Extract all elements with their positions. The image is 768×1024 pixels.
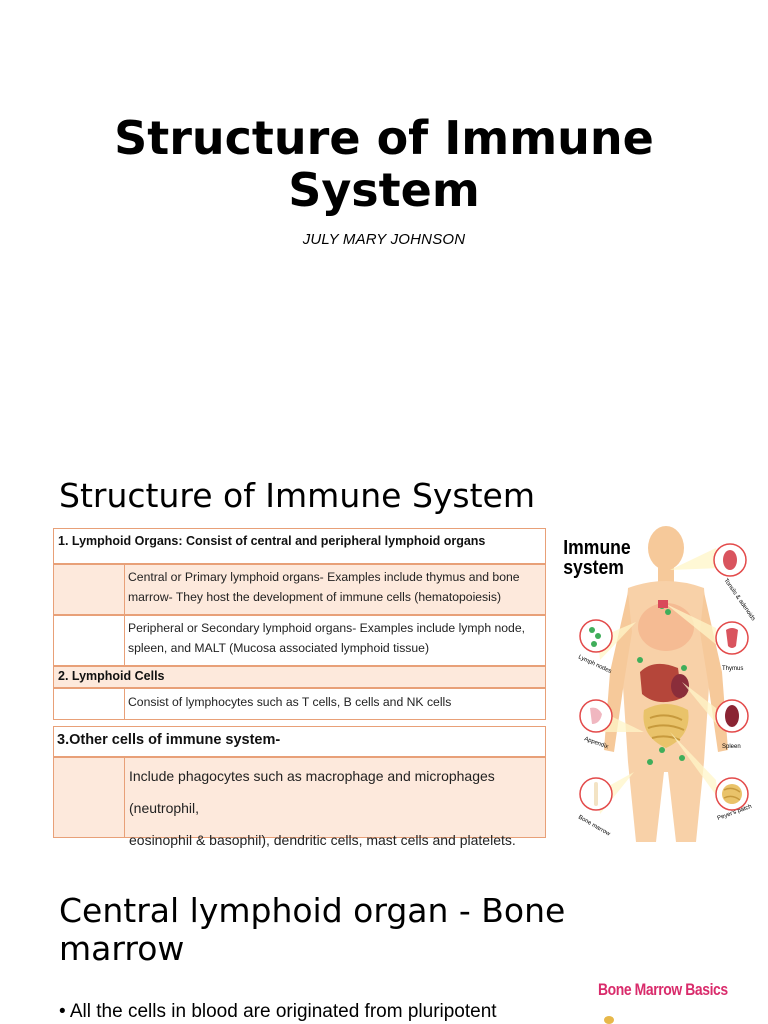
table-row-peripheral-organs: Peripheral or Secondary lymphoid organs-… bbox=[53, 615, 546, 666]
table-cell-empty bbox=[54, 758, 125, 837]
peyers-patch-circle: Peyer's patch bbox=[715, 777, 753, 822]
author-name: JULY MARY JOHNSON bbox=[302, 231, 466, 248]
central-line-2: marrow- They host the development of imm… bbox=[128, 590, 502, 604]
heading-line-2: marrow bbox=[59, 929, 185, 968]
bone-marrow-image-fragment bbox=[604, 1016, 614, 1024]
label-lymph-nodes: Lymph nodes bbox=[577, 654, 612, 675]
lymph-nodes-circle: Lymph nodes bbox=[577, 619, 613, 675]
table-row-lymphoid-organs: 1. Lymphoid Organs: Consist of central a… bbox=[53, 528, 546, 564]
table-cell-cells: Consist of lymphocytes such as T cells, … bbox=[128, 695, 452, 709]
table-row-lymphoid-cells: 2. Lymphoid Cells bbox=[53, 666, 546, 688]
tonsils-circle: Tonsils & adenoids bbox=[713, 543, 756, 622]
thymus-circle: Thymus bbox=[715, 621, 749, 672]
table-cell-empty bbox=[54, 616, 125, 665]
table-cell-section-2: 2. Lymphoid Cells bbox=[58, 669, 165, 683]
presentation-title: Structure of Immune System bbox=[0, 112, 768, 216]
heading-line-1: Central lymphoid organ - Bone bbox=[59, 891, 566, 930]
peripheral-line-2: spleen, and MALT (Mucosa associated lymp… bbox=[128, 641, 429, 655]
table-row-phagocytes: Include phagocytes such as macrophage an… bbox=[53, 757, 546, 848]
figure-title-line-1: Immune bbox=[563, 536, 630, 558]
other-line-1: Include phagocytes such as macrophage an… bbox=[129, 768, 495, 816]
spleen-circle: Spleen bbox=[715, 699, 749, 750]
title-line-2: System bbox=[288, 163, 480, 217]
table-row-central-organs: Central or Primary lymphoid organs- Exam… bbox=[53, 564, 546, 615]
table-cell-central: Central or Primary lymphoid organs- Exam… bbox=[125, 565, 545, 614]
label-thymus: Thymus bbox=[722, 666, 743, 672]
title-slide: Structure of Immune System JULY MARY JOH… bbox=[0, 0, 768, 440]
table-row-other-cells: 3.Other cells of immune system- bbox=[53, 726, 546, 757]
thymus-mark bbox=[658, 600, 668, 608]
table-cell-section-1: 1. Lymphoid Organs: Consist of central a… bbox=[58, 534, 486, 548]
slide-heading-structure: Structure of Immune System bbox=[59, 476, 536, 515]
label-spleen: Spleen bbox=[722, 744, 741, 750]
label-bone-marrow: Bone marrow bbox=[577, 815, 611, 838]
table-cell-empty bbox=[54, 689, 125, 719]
figure-title-line-2: system bbox=[563, 556, 624, 578]
appendix-circle: Appendix bbox=[579, 699, 613, 750]
immune-system-illustration: Immune system Tonsils & adenoids Lymph n… bbox=[563, 526, 756, 842]
table-cell-empty bbox=[54, 565, 125, 614]
bullet-item: • All the cells in blood are originated … bbox=[59, 1001, 497, 1022]
title-line-1: Structure of Immune bbox=[114, 111, 654, 165]
table-cell-phagocytes: Include phagocytes such as macrophage an… bbox=[125, 758, 545, 848]
slide-heading-bone-marrow: Central lymphoid organ - Bone marrow bbox=[59, 892, 565, 968]
central-line-1: Central or Primary lymphoid organs- Exam… bbox=[128, 570, 520, 584]
peripheral-line-1: Peripheral or Secondary lymphoid organs-… bbox=[128, 621, 525, 635]
table-cell-peripheral: Peripheral or Secondary lymphoid organs-… bbox=[125, 616, 545, 665]
label-tonsils: Tonsils & adenoids bbox=[722, 578, 756, 622]
bone-marrow-basics-image-label: Bone Marrow Basics bbox=[598, 980, 728, 999]
table-row-cells: Consist of lymphocytes such as T cells, … bbox=[53, 688, 546, 720]
bone-marrow-circle: Bone marrow bbox=[577, 777, 613, 838]
other-line-2: eosinophil & basophil), dendritic cells,… bbox=[129, 832, 516, 848]
table-cell-section-3: 3.Other cells of immune system- bbox=[57, 732, 281, 748]
